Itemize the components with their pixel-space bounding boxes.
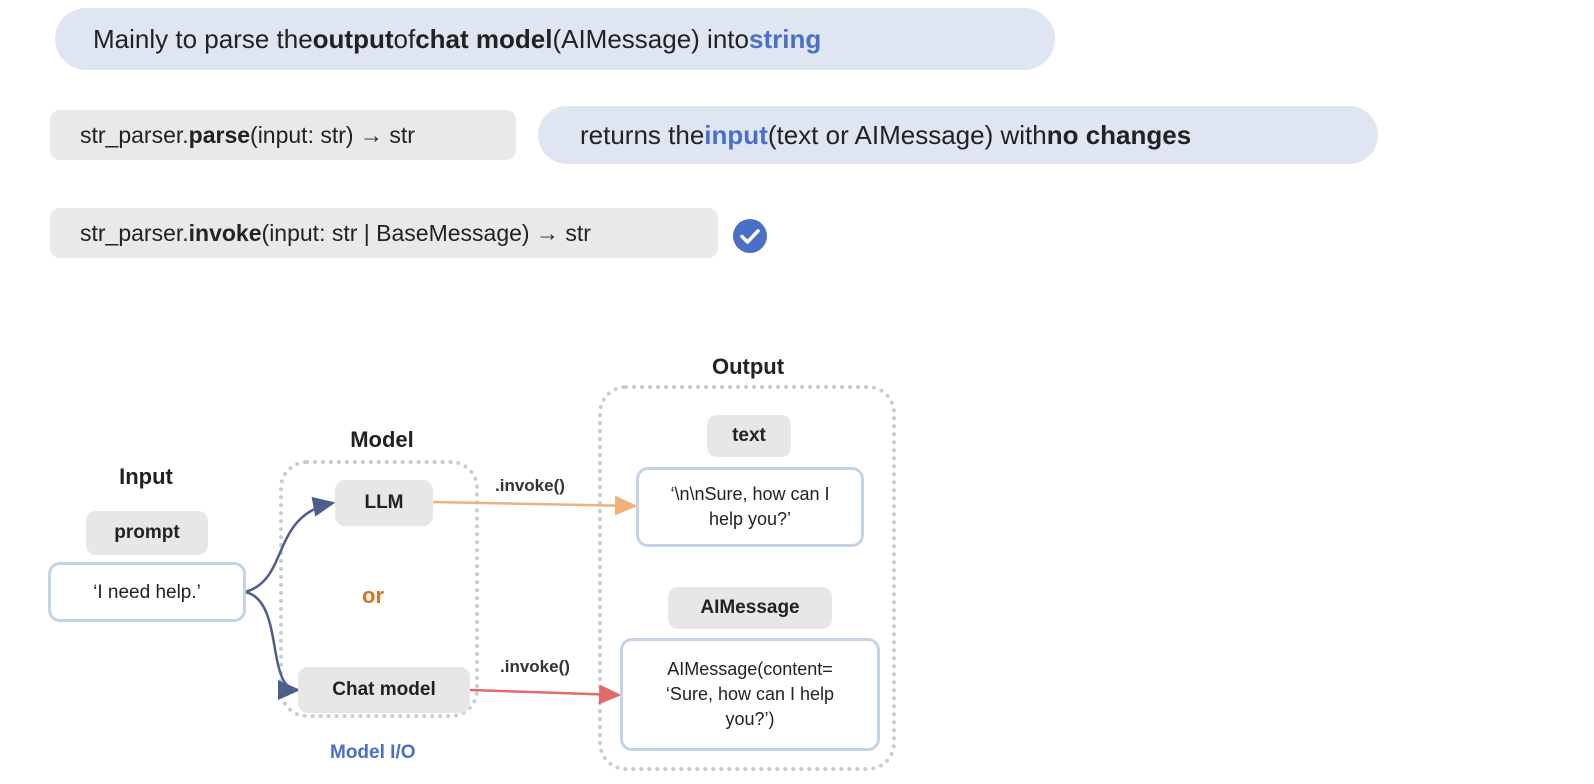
returns-text-3: (text or AIMessage) with	[767, 119, 1047, 150]
returns-text-input: input	[704, 119, 768, 150]
parse-prefix: str_parser.	[80, 121, 189, 148]
text-chip: text	[707, 415, 791, 457]
title-text-string: string	[748, 23, 822, 54]
prompt-to-chat-model-arrow	[244, 590, 301, 700]
aimessage-chip: AIMessage	[668, 587, 832, 629]
parse-args: (input: str) → str	[250, 121, 415, 148]
title-banner: Mainly to parse the output of chat model…	[55, 8, 1055, 70]
model-container	[279, 460, 479, 718]
invoke-method: invoke	[188, 219, 262, 246]
title-text-chat-model: chat model	[415, 23, 553, 54]
invoke-label-llm: .invoke()	[495, 476, 565, 495]
llm-to-text-arrow	[431, 495, 638, 516]
invoke-label-chat-model: .invoke()	[500, 657, 570, 676]
prompt-to-llm-arrow	[244, 496, 336, 594]
chat-model-chip: Chat model	[298, 667, 470, 713]
title-text-output: output	[312, 23, 394, 54]
llm-chip: LLM	[335, 480, 433, 526]
or-label: or	[362, 583, 384, 608]
invoke-signature: str_parser.invoke(input: str | BaseMessa…	[50, 208, 718, 258]
invoke-args: (input: str | BaseMessage) → str	[261, 219, 591, 246]
title-text-5: (AIMessage) into	[552, 23, 749, 54]
title-text-1: Mainly to parse the	[93, 23, 313, 54]
input-label: Input	[119, 464, 173, 489]
aimessage-output-box: AIMessage(content= ‘Sure, how can I help…	[620, 638, 880, 751]
output-container	[598, 385, 896, 771]
returns-note: returns the input (text or AIMessage) wi…	[538, 106, 1378, 164]
output-label: Output	[711, 354, 785, 379]
chat-model-to-aimessage-arrow	[469, 684, 622, 705]
model-label: Model	[350, 427, 414, 452]
returns-text-1: returns the	[580, 119, 705, 150]
parse-method: parse	[188, 121, 251, 148]
returns-text-no-changes: no changes	[1046, 119, 1192, 150]
check-circle-icon	[733, 219, 767, 253]
prompt-chip: prompt	[86, 511, 208, 555]
text-output-box: ‘\n\nSure, how can I help you?’	[636, 467, 864, 547]
model-io-label: Model I/O	[330, 742, 416, 763]
invoke-prefix: str_parser.	[80, 219, 189, 246]
title-text-3: of	[393, 23, 416, 54]
prompt-box: ‘I need help.’	[48, 562, 246, 622]
parse-signature: str_parser.parse(input: str) → str	[50, 110, 516, 160]
